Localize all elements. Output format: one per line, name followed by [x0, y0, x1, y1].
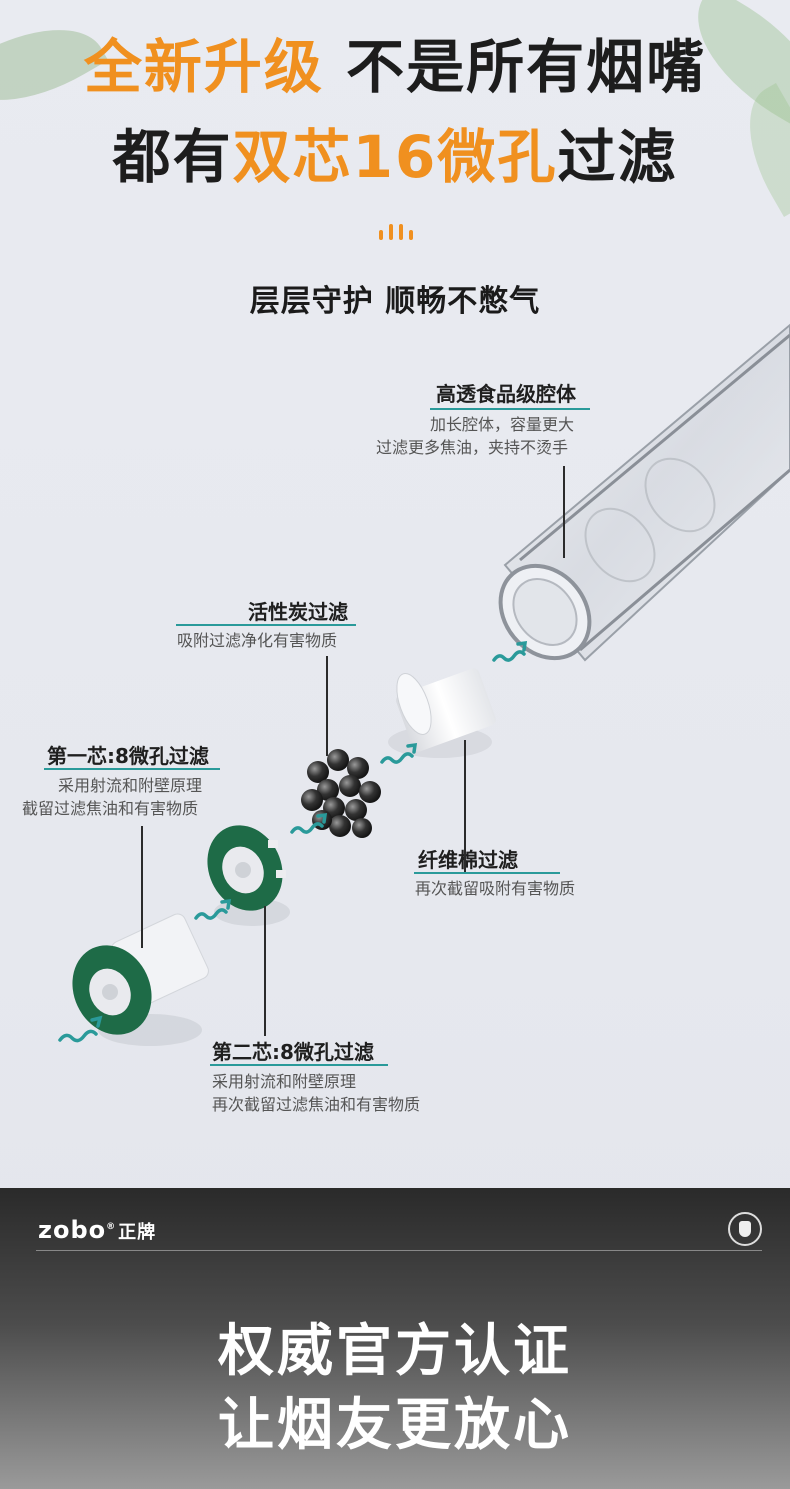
callout-cotton-rule — [414, 872, 560, 874]
headline-text: 不是所有烟嘴 — [346, 33, 707, 101]
headline-text: 过滤 — [557, 123, 678, 191]
callout-core1-rule — [44, 768, 220, 770]
callout-core2-desc-2: 再次截留过滤焦油和有害物质 — [212, 1095, 421, 1114]
callout-charcoal-desc: 吸附过滤净化有害物质 — [177, 631, 338, 650]
banner-line-2: 让烟友更放心 — [218, 1393, 572, 1458]
callout-core2-rule — [210, 1064, 388, 1066]
callout-charcoal-title: 活性炭过滤 — [248, 600, 348, 624]
first-core-ring — [72, 913, 209, 1046]
callout-cotton-title: 纤维棉过滤 — [418, 848, 518, 872]
callout-chamber-leader — [563, 466, 565, 558]
brand-logo-cn: 正牌 — [118, 1222, 157, 1243]
banner-divider — [36, 1250, 762, 1251]
headline-line-2: 都有双芯16微孔过滤 — [0, 110, 790, 194]
callout-core1-desc-1: 采用射流和附壁原理 — [58, 776, 203, 795]
brand-logo: zobo®正牌 — [38, 1216, 156, 1244]
headline-highlight: 全新升级 — [83, 33, 324, 101]
brand-logo-latin: zobo — [38, 1216, 107, 1244]
headline-line-1: 全新升级 不是所有烟嘴 — [0, 20, 790, 104]
flow-arrow-icon — [58, 640, 528, 1043]
callout-chamber-rule — [430, 408, 590, 410]
callout-cotton-leader — [464, 740, 466, 872]
certification-banner: zobo®正牌 权威官方认证 让烟友更放心 — [0, 1188, 790, 1489]
cotton-filter — [388, 668, 496, 758]
callout-core1-leader — [141, 826, 143, 948]
callout-cotton-desc: 再次截留吸附有害物质 — [415, 879, 576, 898]
callout-charcoal-rule — [176, 624, 356, 626]
banner-line-1: 权威官方认证 — [218, 1319, 572, 1384]
callout-core2-desc-1: 采用射流和附壁原理 — [212, 1072, 357, 1091]
callout-core1-title: 第一芯:8微孔过滤 — [47, 744, 209, 768]
glass-chamber — [498, 323, 790, 662]
callout-core1-desc-2: 截留过滤焦油和有害物质 — [22, 799, 199, 818]
registered-mark: ® — [106, 1222, 117, 1232]
charcoal-balls — [301, 749, 381, 838]
second-core-ring — [207, 825, 290, 926]
callout-core2-title: 第二芯:8微孔过滤 — [212, 1040, 374, 1064]
product-illustration — [58, 323, 790, 1046]
callout-chamber-desc-2: 过滤更多焦油，夹持不烫手 — [376, 438, 569, 457]
headline-text: 都有 — [112, 123, 233, 191]
divider-icon — [379, 220, 413, 240]
certification-badge-icon — [728, 1212, 762, 1246]
subtitle: 层层守护 顺畅不憋气 — [249, 284, 541, 319]
callout-charcoal-leader — [326, 656, 328, 756]
callout-core2-leader — [264, 906, 266, 1036]
headline-highlight: 双芯16微孔 — [232, 123, 558, 191]
callout-chamber-title: 高透食品级腔体 — [436, 382, 576, 406]
callout-chamber-desc-1: 加长腔体，容量更大 — [430, 415, 575, 434]
